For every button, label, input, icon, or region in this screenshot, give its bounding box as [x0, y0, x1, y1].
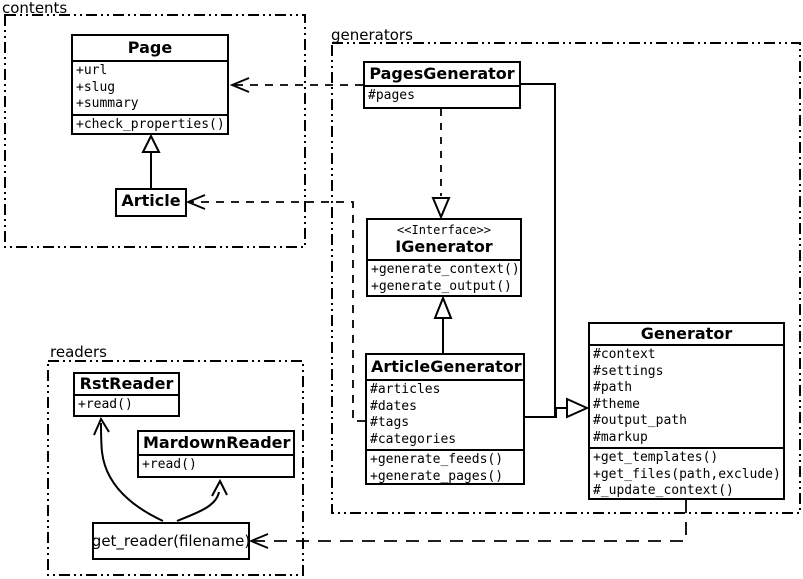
class-rstreader: RstReader +read() [73, 372, 180, 417]
class-methods-generator: +get_templates() +get_files(path,exclude… [590, 447, 783, 501]
association-curve-getreader-to-mardownreader [176, 491, 220, 522]
dependency-line-articlegenerator-to-article [191, 201, 365, 422]
association-curve-getreader-to-rstreader [100, 422, 164, 522]
method-row: +read() [78, 397, 133, 412]
class-title-page: Page [127, 38, 173, 57]
inheritance-triangle-to-generator [566, 397, 590, 419]
method-row: +read() [142, 457, 197, 472]
class-methods-mardownreader: +read() [139, 454, 293, 476]
class-mardownreader: MardownReader +read() [137, 430, 295, 478]
class-title-article: Article [121, 191, 181, 210]
package-label-generators: generators [331, 26, 413, 44]
attribute-row: #output_path [593, 413, 687, 428]
class-attributes-articlegenerator: #articles #dates #tags #categories [367, 379, 523, 449]
method-row: +get_templates() [593, 450, 719, 465]
dependency-line-generator-to-getreader [254, 500, 687, 542]
inheritance-triangle-articlegenerator-to-igenerator [433, 295, 453, 319]
package-label-contents: contents [2, 0, 68, 17]
class-methods-rstreader: +read() [75, 394, 178, 415]
method-row: +get_files(path,exclude) [593, 466, 781, 482]
class-methods-igenerator: +generate_context() +generate_output() [368, 259, 520, 296]
class-igenerator: <<Interface>> IGenerator +generate_conte… [366, 218, 522, 297]
association-arrowhead-rstreader [93, 416, 110, 436]
class-title-pagesgenerator: PagesGenerator [369, 64, 515, 83]
class-articlegenerator: ArticleGenerator #articles #dates #tags … [365, 353, 525, 485]
attribute-row: #pages [368, 88, 415, 103]
package-frame-readers [47, 360, 304, 576]
class-header-igenerator: <<Interface>> IGenerator [368, 220, 520, 259]
class-attributes-page: +url +slug +summary [73, 60, 227, 114]
class-pagesgenerator: PagesGenerator #pages [363, 61, 521, 109]
attribute-row: #dates [370, 398, 417, 414]
method-row: +check_properties() [76, 116, 225, 132]
class-methods-articlegenerator: +generate_feeds() +generate_pages() [367, 449, 523, 486]
class-title-generator: Generator [640, 324, 733, 343]
attribute-row: #markup [593, 429, 648, 445]
class-generator: Generator #context #settings #path #them… [588, 322, 785, 500]
method-row: +generate_output() [371, 278, 512, 294]
function-label-get-reader: get_reader(filename) [91, 532, 251, 550]
class-title-igenerator: IGenerator [395, 237, 493, 256]
function-box-get-reader: get_reader(filename) [92, 522, 250, 560]
dependency-arrowhead-getreader [248, 533, 269, 549]
dependency-arrowhead-article [185, 194, 206, 210]
attribute-row: #theme [593, 396, 640, 412]
package-frame-generators [331, 42, 801, 514]
attribute-row: +url [76, 63, 108, 78]
class-title-articlegenerator: ArticleGenerator [371, 357, 522, 376]
inheritance-line-articlegenerator-to-generator [525, 407, 567, 418]
class-methods-page: +check_properties() [73, 113, 227, 135]
attribute-row: +slug [76, 79, 116, 95]
method-row: +generate_pages() [370, 468, 504, 484]
package-frame-contents [4, 14, 306, 248]
attribute-row: #context [593, 347, 656, 362]
attribute-row: #categories [370, 431, 457, 447]
class-attributes-generator: #context #settings #path #theme #output_… [590, 344, 783, 447]
attribute-row: #tags [370, 415, 410, 430]
package-label-readers: readers [50, 343, 107, 361]
class-title-mardownreader: MardownReader [143, 433, 291, 452]
inheritance-line-pagesgenerator-to-generator [521, 83, 556, 417]
inheritance-triangle-article-to-page [141, 133, 161, 153]
attribute-row: #articles [370, 382, 441, 397]
class-article: Article [115, 188, 187, 217]
attribute-row: #path [593, 380, 633, 395]
class-page: Page +url +slug +summary +check_properti… [71, 34, 229, 135]
class-title-rstreader: RstReader [79, 374, 174, 393]
attribute-row: +summary [76, 96, 139, 111]
attribute-row: #settings [593, 363, 664, 379]
method-row: +generate_context() [371, 262, 520, 277]
class-stereotype-igenerator: <<Interface>> [397, 223, 491, 237]
method-row: #_update_context() [593, 483, 734, 498]
class-attributes-pagesgenerator: #pages [365, 85, 519, 107]
method-row: +generate_feeds() [370, 452, 504, 467]
realization-triangle-pagesgenerator-to-igenerator [431, 197, 451, 220]
dependency-arrowhead-page [229, 77, 250, 93]
association-arrowhead-mardownreader [211, 478, 228, 497]
